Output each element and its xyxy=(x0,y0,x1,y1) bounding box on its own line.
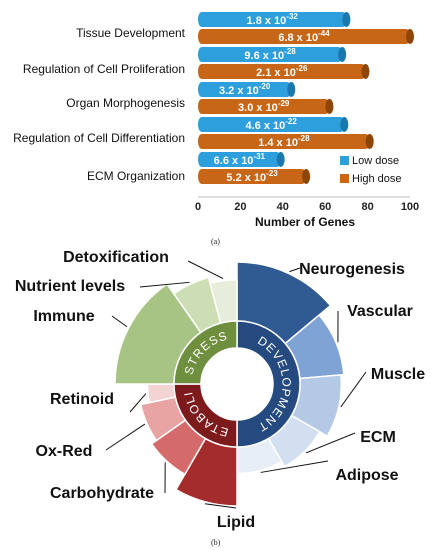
leader-line xyxy=(187,260,224,280)
low-dose-bar xyxy=(198,12,351,27)
outer-label-carbohydrate: Carbohydrate xyxy=(50,485,154,502)
outer-label-immune: Immune xyxy=(33,308,94,325)
leader-line xyxy=(139,281,190,288)
x-tick-labels: 0 20 40 60 80 100 xyxy=(195,201,419,213)
low-dose-bar xyxy=(198,152,285,167)
x-tick-label: 40 xyxy=(277,201,289,213)
bar-value-label: 3.0 x 10-29 xyxy=(238,99,290,114)
legend-label: High dose xyxy=(352,173,402,185)
category-label: ECM Organization xyxy=(87,169,185,183)
high-dose-bar xyxy=(198,29,414,44)
bar-value-label: 6.8 x 10-44 xyxy=(278,29,330,44)
bar-value-label: 6.6 x 10-31 xyxy=(214,152,266,167)
leader-line xyxy=(289,267,301,273)
outer-label-retinoid: Retinoid xyxy=(50,391,114,408)
bar-value-label: 5.2 x 10-23 xyxy=(226,169,278,184)
x-tick-label: 100 xyxy=(401,201,419,213)
leader-line xyxy=(204,503,237,509)
outer-label-nutrient-levels: Nutrient levels xyxy=(15,278,125,295)
leader-lines xyxy=(105,260,367,509)
outer-ring xyxy=(114,261,345,507)
outer-label-ox-red: Ox-Red xyxy=(36,443,93,460)
center-hole xyxy=(201,348,273,420)
x-axis-label: Number of Genes xyxy=(255,215,355,229)
leader-line xyxy=(105,423,146,451)
low-dose-bar xyxy=(198,82,296,97)
x-tick-label: 0 xyxy=(195,201,201,213)
bar-value-label: 4.6 x 10-22 xyxy=(245,117,297,132)
x-tick-label: 60 xyxy=(319,201,331,213)
outer-label-adipose: Adipose xyxy=(335,467,398,484)
bar-value-label: 1.8 x 10-32 xyxy=(247,12,299,27)
legend-swatch xyxy=(340,174,349,183)
legend-label: Low dose xyxy=(352,155,399,167)
sunburst-chart: DEVELOPMENTMETABOLICSTRESS NeurogenesisV… xyxy=(0,234,425,531)
leader-line xyxy=(129,393,147,413)
outer-label-vascular: Vascular xyxy=(347,303,413,320)
leader-line xyxy=(111,315,128,328)
category-label: Regulation of Cell Differentiation xyxy=(13,131,185,145)
outer-label-lipid: Lipid xyxy=(217,514,255,531)
high-dose-bar xyxy=(198,134,374,149)
category-label: Regulation of Cell Proliferation xyxy=(23,62,185,76)
x-tick-label: 80 xyxy=(361,201,373,213)
leader-line xyxy=(260,460,329,473)
high-dose-bar xyxy=(198,64,370,79)
caption-a: (a) xyxy=(211,237,220,246)
outer-label-ecm: ECM xyxy=(360,429,396,446)
outer-label-neurogenesis: Neurogenesis xyxy=(299,261,405,278)
x-tick-label: 20 xyxy=(234,201,246,213)
low-dose-bar xyxy=(198,117,349,132)
leader-line xyxy=(305,432,356,454)
low-dose-bar xyxy=(198,47,347,62)
legend-swatch xyxy=(340,156,349,165)
leader-line xyxy=(340,371,367,408)
category-label: Organ Morphogenesis xyxy=(66,96,185,110)
bar-value-label: 1.4 x 10-28 xyxy=(258,134,310,149)
bar-value-label: 2.1 x 10-26 xyxy=(256,64,308,79)
outer-label-detoxification: Detoxification xyxy=(63,249,169,266)
category-label: Tissue Development xyxy=(76,26,186,40)
bar-value-label: 9.6 x 10-28 xyxy=(244,47,296,62)
bars: 1.8 x 10-32 6.8 x 10-44 9.6 x 10-28 2.1 x 1… xyxy=(198,12,414,184)
high-dose-bar xyxy=(198,169,311,184)
outer-label-muscle: Muscle xyxy=(371,366,425,383)
bar-value-label: 3.2 x 10-20 xyxy=(219,82,271,97)
high-dose-bar xyxy=(198,99,334,114)
caption-b: (b) xyxy=(211,538,221,547)
